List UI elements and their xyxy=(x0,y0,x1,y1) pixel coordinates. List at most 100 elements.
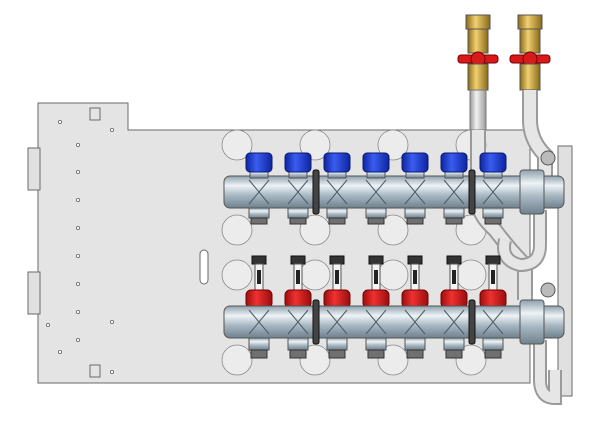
plate-ring xyxy=(377,214,409,246)
flowmeters xyxy=(245,255,507,309)
mounting-hole xyxy=(58,349,63,354)
outlet-nut xyxy=(250,217,268,225)
flowmeter[interactable] xyxy=(245,255,273,309)
outlet-nipple xyxy=(443,207,465,219)
flowmeter[interactable] xyxy=(401,255,429,309)
valve-cross xyxy=(365,309,387,335)
mounting-hole xyxy=(76,309,81,314)
valve-cross xyxy=(443,179,465,205)
plate-rings xyxy=(221,129,487,376)
return-outlet xyxy=(443,309,465,359)
flowmeter-cap xyxy=(290,255,306,265)
return-outlets xyxy=(248,309,504,359)
outlet-nipple xyxy=(443,337,465,351)
outlet-nut xyxy=(367,349,385,359)
air-vent-bottom[interactable] xyxy=(540,282,556,298)
supply-outlets xyxy=(245,152,507,225)
return-outlet xyxy=(287,309,309,359)
outlet-nut xyxy=(289,349,307,359)
bracket-clamp xyxy=(468,299,476,345)
supply-outlet xyxy=(323,152,351,225)
valve-cross xyxy=(404,309,426,335)
flowmeter[interactable] xyxy=(362,255,390,309)
flowmeter[interactable] xyxy=(284,255,312,309)
mounting-hole xyxy=(110,369,115,374)
return-outlet xyxy=(248,309,270,359)
plate-ring xyxy=(221,344,253,376)
outlet-nipple xyxy=(248,337,270,351)
plate-ring xyxy=(377,129,409,161)
outlet-nipple xyxy=(287,337,309,351)
red-flowmeter-body xyxy=(440,289,468,309)
plate-ring xyxy=(221,129,253,161)
blue-valve-cap[interactable] xyxy=(245,152,273,173)
plate-holes xyxy=(46,120,115,374)
mounting-hole xyxy=(76,253,81,258)
outlet-nut xyxy=(289,217,307,225)
supply-outlet xyxy=(479,152,507,225)
outlet-nipple xyxy=(365,337,387,351)
blue-valve-cap[interactable] xyxy=(323,152,351,173)
flowmeter-indicator xyxy=(452,270,456,284)
valve-cross xyxy=(326,309,348,335)
outlet-nipple xyxy=(482,337,504,351)
plate-ring xyxy=(221,259,253,291)
outlet-nipple xyxy=(482,207,504,219)
valve-cross xyxy=(287,309,309,335)
red-flowmeter-body xyxy=(401,289,429,309)
mounting-hole xyxy=(46,322,51,327)
red-flowmeter-body xyxy=(323,289,351,309)
return-end-fitting xyxy=(519,299,545,345)
outlet-nipple xyxy=(248,207,270,219)
bracket-clamp xyxy=(468,169,476,215)
mounting-hole xyxy=(110,127,115,132)
plate-ring xyxy=(299,129,331,161)
blue-valve-cap[interactable] xyxy=(479,152,507,173)
flowmeter[interactable] xyxy=(440,255,468,309)
return-ball-valve[interactable] xyxy=(509,14,551,91)
flowmeter-indicator xyxy=(335,270,339,284)
valve-cross xyxy=(326,179,348,205)
outlet-nipple xyxy=(404,337,426,351)
valve-cross xyxy=(287,179,309,205)
plate-ring xyxy=(221,214,253,246)
red-flowmeter-body xyxy=(479,289,507,309)
plate-ring xyxy=(455,344,487,376)
return-manifold xyxy=(223,255,565,359)
mounting-hole xyxy=(76,281,81,286)
mounting-hole xyxy=(110,319,115,324)
outlet-nipple xyxy=(326,207,348,219)
outlet-nut xyxy=(484,349,502,359)
bracket-clamp xyxy=(312,299,320,345)
red-flowmeter-body xyxy=(362,289,390,309)
flowmeter-cap xyxy=(368,255,384,265)
return-outlet xyxy=(365,309,387,359)
flowmeter-cap xyxy=(485,255,501,265)
red-flowmeter-body xyxy=(245,289,273,309)
flowmeter-cap xyxy=(446,255,462,265)
mounting-hole xyxy=(76,197,81,202)
outlet-nut xyxy=(445,217,463,225)
supply-ball-valve[interactable] xyxy=(457,14,499,131)
outlet-nut xyxy=(328,217,346,225)
blue-valve-cap[interactable] xyxy=(362,152,390,173)
flowmeter-indicator xyxy=(491,270,495,284)
outlet-nut xyxy=(445,349,463,359)
blue-valve-cap[interactable] xyxy=(440,152,468,173)
air-vent-top[interactable] xyxy=(540,150,556,166)
mounting-hole xyxy=(76,169,81,174)
outlet-nipple xyxy=(404,207,426,219)
mounting-hole xyxy=(76,225,81,230)
flowmeter-cap xyxy=(329,255,345,265)
valve-cross xyxy=(482,309,504,335)
plate-ring xyxy=(377,344,409,376)
blue-valve-cap[interactable] xyxy=(284,152,312,173)
valve-cross xyxy=(248,179,270,205)
outlet-nipple xyxy=(287,207,309,219)
blue-valve-cap[interactable] xyxy=(401,152,429,173)
valve-cross xyxy=(443,309,465,335)
flowmeter-indicator xyxy=(374,270,378,284)
mounting-hole xyxy=(76,142,81,147)
outlet-nut xyxy=(250,349,268,359)
